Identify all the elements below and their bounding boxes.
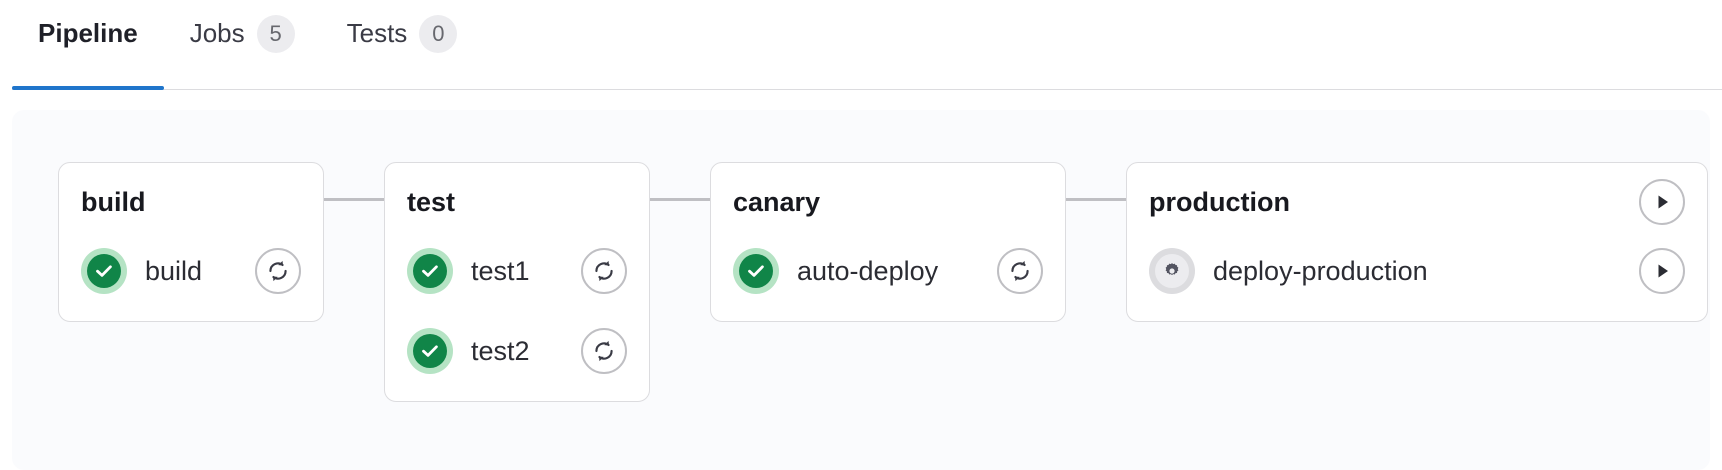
- stage-build: build build: [58, 162, 384, 322]
- job-name: auto-deploy: [797, 255, 939, 286]
- job-row[interactable]: test2: [407, 325, 627, 377]
- stage-connector: [324, 162, 384, 234]
- check-circle-icon: [81, 248, 127, 294]
- job-name: test1: [471, 255, 530, 286]
- job-left: deploy-production: [1149, 248, 1428, 294]
- stage-card-build[interactable]: build build: [58, 162, 324, 322]
- stage-header-production: production: [1149, 179, 1685, 225]
- retry-icon[interactable]: [581, 248, 627, 294]
- stage-card-test[interactable]: test test1: [384, 162, 650, 402]
- stage-name-canary: canary: [733, 186, 821, 217]
- tab-tests-label: Tests: [346, 18, 408, 48]
- retry-icon[interactable]: [581, 328, 627, 374]
- job-left: auto-deploy: [733, 248, 938, 294]
- stage-canary: canary auto-deploy: [710, 162, 1126, 322]
- stage-connector: [1066, 162, 1126, 234]
- pipeline-graph-panel: build build: [12, 110, 1710, 470]
- play-icon[interactable]: [1639, 248, 1685, 294]
- job-left: test2: [407, 328, 530, 374]
- stage-name-build: build: [81, 186, 146, 217]
- job-row[interactable]: test1: [407, 245, 627, 297]
- job-name: deploy-production: [1213, 255, 1428, 286]
- tab-tests[interactable]: Tests 0: [321, 0, 484, 90]
- retry-icon[interactable]: [997, 248, 1043, 294]
- stage-connector: [650, 162, 710, 234]
- job-name: test2: [471, 335, 530, 366]
- check-circle-icon: [733, 248, 779, 294]
- job-left: test1: [407, 248, 530, 294]
- stage-card-canary[interactable]: canary auto-deploy: [710, 162, 1066, 322]
- job-name: build: [145, 255, 203, 286]
- stage-production: production: [1126, 162, 1708, 322]
- gear-circle-icon: [1149, 248, 1195, 294]
- tab-jobs-badge: 5: [256, 15, 295, 53]
- check-circle-icon: [407, 248, 453, 294]
- pipeline-stages: build build: [58, 162, 1708, 402]
- stage-test: test test1: [384, 162, 710, 402]
- stage-header-build: build: [81, 185, 301, 219]
- job-row[interactable]: auto-deploy: [733, 245, 1043, 297]
- play-icon[interactable]: [1639, 179, 1685, 225]
- tab-tests-badge: 0: [419, 15, 458, 53]
- tab-pipeline-label: Pipeline: [38, 18, 138, 48]
- retry-icon[interactable]: [255, 248, 301, 294]
- check-circle-icon: [407, 328, 453, 374]
- job-row[interactable]: build: [81, 245, 301, 297]
- stage-card-production[interactable]: production: [1126, 162, 1708, 322]
- tab-jobs[interactable]: Jobs 5: [164, 0, 321, 90]
- tab-pipeline[interactable]: Pipeline: [12, 0, 164, 90]
- tab-jobs-label: Jobs: [189, 18, 245, 48]
- pipeline-tabbar: Pipeline Jobs 5 Tests 0: [0, 0, 1722, 92]
- stage-name-test: test: [407, 186, 456, 217]
- job-left: build: [81, 248, 202, 294]
- stage-header-canary: canary: [733, 185, 1043, 219]
- stage-name-production: production: [1149, 186, 1290, 217]
- stage-header-test: test: [407, 185, 627, 219]
- job-row[interactable]: deploy-production: [1149, 245, 1685, 297]
